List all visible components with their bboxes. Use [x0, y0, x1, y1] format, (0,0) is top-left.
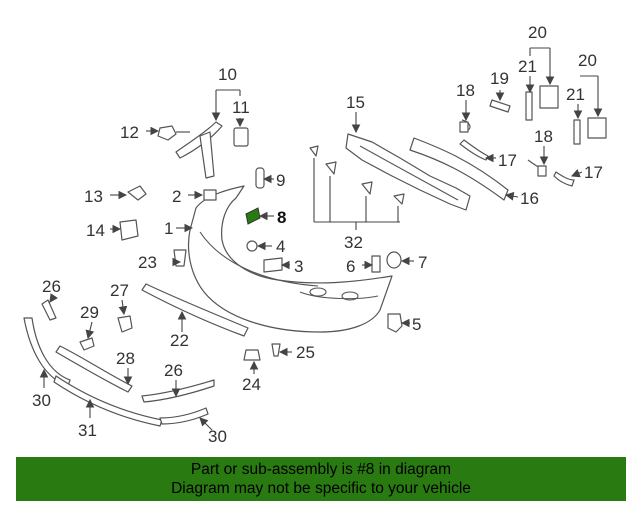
callout-32: 32 [344, 233, 363, 252]
reinforcement-beam-part[interactable] [345, 133, 471, 211]
callout-6: 6 [346, 257, 355, 276]
callout-18a: 18 [456, 81, 475, 100]
callout-21a: 21 [518, 57, 537, 76]
callout-19: 19 [490, 69, 509, 88]
callout-7: 7 [418, 253, 427, 272]
callout-17a: 17 [498, 151, 517, 170]
energy-absorber-part[interactable] [409, 137, 509, 201]
callout-29: 29 [80, 303, 99, 322]
callout-13: 13 [84, 187, 103, 206]
lower-valance-part[interactable] [141, 283, 249, 337]
callout-14: 14 [86, 221, 105, 240]
callout-30b: 30 [208, 427, 227, 446]
fastener-parts[interactable] [79, 125, 403, 361]
callout-20a: 20 [528, 23, 547, 42]
callout-22: 22 [170, 331, 189, 350]
callout-18b: 18 [534, 127, 553, 146]
callout-15: 15 [346, 93, 365, 112]
callout-21b: 21 [566, 85, 585, 104]
callout-16: 16 [520, 189, 539, 208]
leader-lines [39, 47, 603, 431]
callout-27: 27 [110, 281, 129, 300]
callout-1: 1 [164, 219, 173, 238]
callout-24: 24 [242, 375, 261, 394]
callout-26a: 26 [42, 277, 61, 296]
banner-line-2: Diagram may not be specific to your vehi… [171, 480, 471, 497]
callout-3: 3 [294, 257, 303, 276]
clip-parts[interactable] [309, 145, 405, 205]
callout-2: 2 [172, 187, 181, 206]
callout-9: 9 [276, 171, 285, 190]
callout-25: 25 [296, 343, 315, 362]
callout-11: 11 [232, 98, 250, 117]
right-side-parts[interactable] [459, 85, 607, 187]
info-banner: Part or sub-assembly is #8 in diagram Di… [16, 457, 626, 501]
callout-23: 23 [138, 253, 157, 272]
callout-31: 31 [78, 421, 97, 440]
callout-4: 4 [276, 237, 285, 256]
callout-26b: 26 [164, 361, 183, 380]
callout-10: 10 [218, 65, 237, 84]
bumper-cover-part[interactable] [187, 185, 393, 333]
molding-strips[interactable] [23, 299, 215, 427]
callout-20b: 20 [578, 51, 597, 70]
callout-30a: 30 [32, 391, 51, 410]
banner-line-1: Part or sub-assembly is #8 in diagram [190, 461, 452, 478]
callout-28: 28 [116, 349, 135, 368]
part-8-highlighted[interactable] [245, 207, 261, 225]
callout-5: 5 [412, 315, 421, 334]
callout-8: 8 [277, 208, 286, 227]
callout-12: 12 [120, 123, 139, 142]
callout-labels: 10 11 12 13 2 14 1 9 8 4 3 23 6 7 5 15 1… [32, 23, 603, 446]
side-bracket-part[interactable] [175, 121, 223, 179]
parts-diagram: 10 11 12 13 2 14 1 9 8 4 3 23 6 7 5 15 1… [23, 23, 607, 446]
callout-17b: 17 [584, 163, 603, 182]
